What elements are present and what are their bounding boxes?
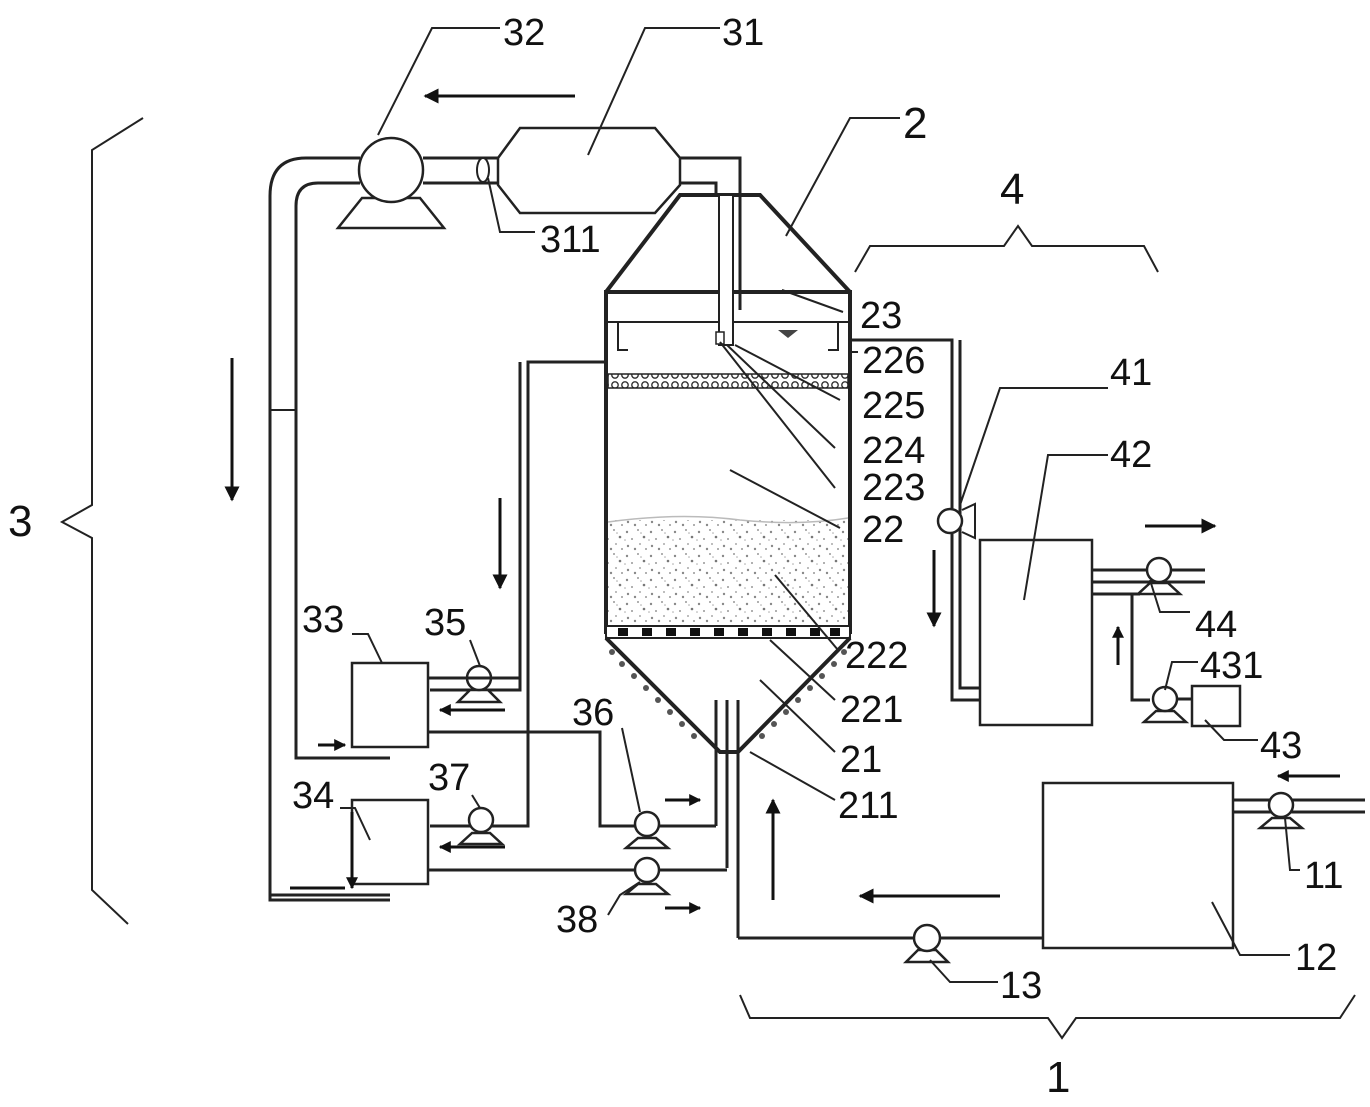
label-11: 11 — [1304, 855, 1343, 897]
granular-bed — [608, 520, 848, 628]
label-33: 33 — [302, 599, 344, 641]
tank-12 — [1041, 781, 1235, 950]
sensor-223 — [715, 331, 725, 345]
label-42: 42 — [1110, 434, 1152, 476]
pump-44 — [1145, 556, 1173, 584]
group-4-label: 4 — [1000, 165, 1024, 214]
valve-311 — [476, 157, 490, 183]
valve-41-body — [961, 502, 976, 540]
reactor-bottom-cone — [604, 636, 852, 754]
pump-13 — [912, 923, 942, 953]
sampling-tube — [718, 194, 734, 346]
tank-33 — [350, 661, 430, 749]
tank-42 — [978, 538, 1094, 727]
filter-reactor-pipe-inner — [680, 181, 718, 195]
bed-surface — [607, 515, 849, 524]
gas-return-pipe-inner — [294, 181, 390, 760]
label-41: 41 — [1110, 352, 1152, 394]
label-36: 36 — [572, 692, 614, 734]
label-13: 13 — [1000, 965, 1042, 1007]
label-34: 34 — [292, 775, 334, 817]
pump-35-base — [454, 688, 504, 704]
label-44: 44 — [1195, 604, 1237, 646]
pump-36-base — [622, 836, 672, 850]
tank-43 — [1190, 684, 1242, 728]
label-35: 35 — [424, 602, 466, 644]
mesh-layer — [607, 373, 849, 389]
label-38: 38 — [556, 899, 598, 941]
label-2: 2 — [903, 99, 927, 148]
label-223: 223 — [862, 467, 925, 509]
pump-37 — [467, 806, 495, 834]
group-1-label: 1 — [1046, 1053, 1070, 1102]
group-3-brace — [59, 117, 144, 925]
label-37: 37 — [428, 757, 470, 799]
label-31: 31 — [722, 12, 764, 54]
arrow-into-34 — [290, 812, 352, 888]
pump-11-base — [1256, 816, 1306, 830]
label-22: 22 — [862, 509, 904, 551]
reactor-side-pipe-2 — [430, 362, 522, 692]
gas-return-pipe — [268, 156, 390, 902]
valve-41 — [936, 507, 964, 535]
label-12: 12 — [1295, 937, 1337, 979]
filter-reactor-pipe — [680, 156, 742, 310]
pump-38 — [633, 856, 661, 884]
label-224: 224 — [862, 430, 925, 472]
label-226: 226 — [862, 340, 925, 382]
pump-11 — [1267, 791, 1295, 819]
group-3-label: 3 — [8, 497, 32, 546]
group-4-brace — [854, 224, 1159, 273]
blower-32 — [357, 136, 425, 204]
label-222: 222 — [845, 635, 908, 677]
pump-431-base — [1140, 709, 1190, 724]
pump-44-base — [1134, 581, 1184, 596]
overflow-pipe-2 — [958, 340, 980, 690]
leader-lines — [340, 27, 1300, 983]
water-level-mark — [778, 330, 798, 338]
label-225: 225 — [862, 385, 925, 427]
pump-36 — [633, 810, 661, 838]
dosing-pipe — [1130, 594, 1150, 702]
label-311: 311 — [540, 219, 601, 261]
plate-holes — [618, 628, 840, 636]
pump-431 — [1151, 685, 1179, 713]
label-431: 431 — [1200, 645, 1263, 687]
pump-37-base — [456, 831, 506, 846]
label-211: 211 — [838, 785, 899, 827]
heating-jacket — [609, 649, 847, 739]
label-23: 23 — [860, 295, 902, 337]
label-32: 32 — [503, 12, 545, 54]
label-21: 21 — [840, 739, 882, 781]
tank-34 — [350, 798, 430, 886]
filter-31 — [496, 126, 682, 215]
label-43: 43 — [1260, 725, 1302, 767]
group-1-brace — [739, 994, 1356, 1040]
label-221: 221 — [840, 689, 903, 731]
pump-38-base — [622, 882, 672, 896]
